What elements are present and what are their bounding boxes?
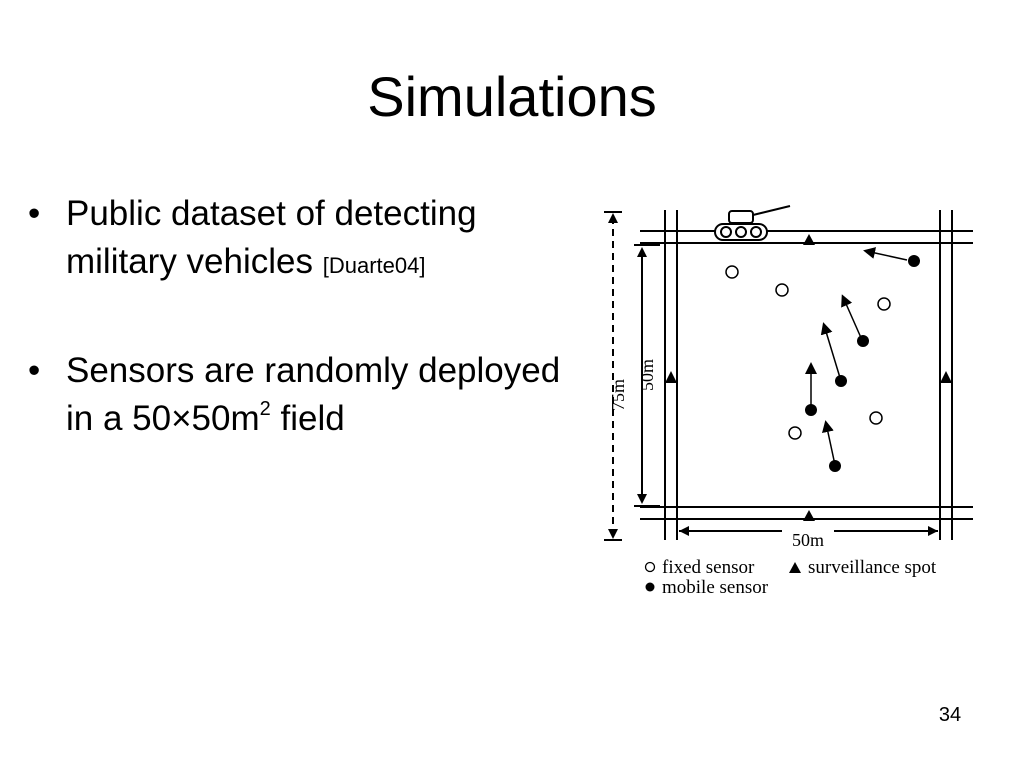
fixed-sensor-icon [775, 283, 789, 297]
label-75m: 75m [608, 379, 628, 411]
legend-surveillance-spot: surveillance spot [808, 557, 937, 578]
surveillance-spots [665, 234, 952, 521]
mobile-sensor-icon [645, 582, 655, 592]
bullet-symbol: • [28, 194, 41, 233]
page-number: 34 [938, 704, 962, 726]
mobile-sensor-icon [829, 460, 841, 472]
vehicle-icon [714, 205, 791, 241]
bullet-symbol: • [28, 351, 41, 390]
mobile-sensor-icon [805, 404, 817, 416]
dimension-75m [604, 211, 622, 541]
bullet-text: Sensors are randomly deployed in a 50×50… [66, 351, 561, 438]
surveillance-spot-icon [789, 562, 801, 573]
bullet-item-dataset: • Public dataset of detecting military v… [24, 190, 584, 290]
bullet-item-sensors: • Sensors are randomly deployed in a 50×… [24, 347, 584, 443]
mobile-sensor-icon [857, 335, 869, 347]
fixed-sensor-icon [644, 561, 656, 573]
bullet-list: • Public dataset of detecting military v… [24, 190, 584, 500]
bullet-text: Public dataset of detecting military veh… [66, 194, 477, 281]
superscript: 2 [259, 398, 271, 421]
legend: fixed sensor surveillance spot mobile se… [644, 557, 937, 598]
surveillance-spot-icon [803, 510, 815, 521]
mobile-sensor-icon [835, 375, 847, 387]
mobile-sensors [805, 247, 920, 472]
legend-fixed-sensor: fixed sensor [662, 557, 755, 578]
surveillance-spot-icon [940, 371, 952, 383]
label-50m-vertical: 50m [637, 359, 657, 391]
bullet-text-tail: field [270, 399, 345, 438]
fixed-sensor-icon [725, 265, 739, 279]
mobile-sensor-icon [908, 255, 920, 267]
label-50m-horizontal: 50m [792, 530, 824, 550]
surveillance-spot-icon [803, 234, 815, 245]
fixed-sensors [725, 265, 891, 440]
sensor-field-diagram: 75m 50m 50m [604, 205, 973, 598]
citation: [Duarte04] [322, 253, 426, 278]
fixed-sensor-icon [788, 426, 802, 440]
fixed-sensor-icon [877, 297, 891, 311]
slide-title: Simulations [367, 65, 657, 128]
dimension-50m-vertical [634, 244, 660, 507]
legend-mobile-sensor: mobile sensor [662, 577, 769, 598]
road-lines [640, 210, 973, 540]
surveillance-spot-icon [665, 371, 677, 383]
fixed-sensor-icon [869, 411, 883, 425]
